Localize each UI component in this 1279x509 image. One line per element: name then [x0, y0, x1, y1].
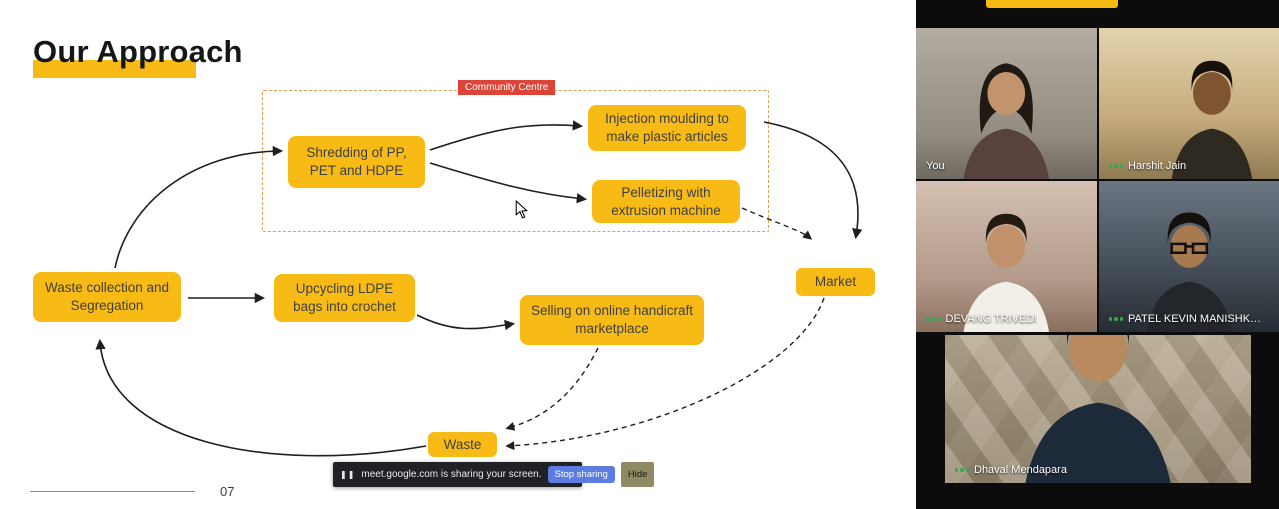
- screen-share-bar: ❚❚ meet.google.com is sharing your scree…: [333, 462, 655, 487]
- slide-thumbnail-fragment: [986, 0, 1118, 8]
- pause-icon: ❚❚: [340, 470, 356, 479]
- audio-indicator: [1108, 164, 1123, 168]
- partial-tile: [916, 0, 1279, 28]
- share-message: meet.google.com is sharing your screen.: [361, 469, 542, 480]
- panel-bottom-strip: [916, 483, 1279, 509]
- flow-box-waste: Waste: [428, 432, 497, 457]
- participant-video: [1145, 212, 1232, 332]
- participant-name: Harshit Jain: [1128, 160, 1187, 172]
- participant-name-row: PATEL KEVIN MANISHK…: [1108, 313, 1262, 325]
- participant-video: [963, 63, 1050, 179]
- community-centre-label: Community Centre: [458, 80, 556, 95]
- page-number: 07: [220, 484, 235, 499]
- audio-indicator: [1108, 317, 1123, 321]
- audio-indicator: [926, 317, 941, 321]
- tile-row-2: DEVANG TRIVEDI PATEL KEVIN MANISHK…: [916, 181, 1279, 332]
- participant-name-row: Harshit Jain: [1108, 160, 1187, 172]
- title-highlight-bar: [33, 60, 196, 78]
- slide-title: Our Approach: [33, 34, 243, 69]
- participant-name-row: You: [926, 160, 945, 172]
- stop-sharing-button[interactable]: Stop sharing: [547, 466, 615, 483]
- footer-line: [30, 491, 195, 492]
- participant-tile-you[interactable]: You: [916, 28, 1097, 179]
- flow-box-injection-moulding: Injection moulding to make plastic artic…: [588, 105, 746, 151]
- shared-screen-presentation: Our Approach Community Centre: [0, 0, 916, 509]
- flow-box-waste-collection: Waste collection and Segregation: [33, 272, 181, 322]
- flow-box-pelletizing: Pelletizing with extrusion machine: [592, 180, 740, 223]
- participant-tile-dhaval-mendapara[interactable]: Dhaval Mendapara: [944, 335, 1251, 483]
- participant-video: [963, 213, 1050, 332]
- participant-name: DEVANG TRIVEDI: [945, 313, 1038, 325]
- participant-name: Dhaval Mendapara: [974, 464, 1067, 476]
- participant-tile-patel-kevin[interactable]: PATEL KEVIN MANISHK…: [1098, 181, 1279, 332]
- participant-name: PATEL KEVIN MANISHK…: [1128, 313, 1262, 325]
- audio-indicator: [954, 468, 969, 472]
- participant-video: [1024, 335, 1171, 483]
- tile-row-3: Dhaval Mendapara: [916, 335, 1279, 483]
- participant-tile-harshit-jain[interactable]: Harshit Jain: [1098, 28, 1279, 179]
- tile-row-1: You Harshit Jain: [916, 28, 1279, 179]
- mouse-cursor: [515, 200, 528, 219]
- glasses: [1169, 242, 1208, 254]
- participant-name-row: Dhaval Mendapara: [954, 464, 1067, 476]
- flow-box-selling-online: Selling on online handicraft marketplace: [520, 295, 704, 345]
- flow-box-shredding: Shredding of PP, PET and HDPE: [288, 136, 425, 188]
- flow-box-market: Market: [796, 268, 875, 296]
- participant-name: You: [926, 160, 945, 172]
- participant-video: [1171, 60, 1252, 179]
- participants-panel: You Harshit Jain: [916, 0, 1279, 509]
- hide-share-bar-button[interactable]: Hide: [620, 462, 655, 487]
- flow-box-upcycling: Upcycling LDPE bags into crochet: [274, 274, 415, 322]
- participant-name-row: DEVANG TRIVEDI: [926, 313, 1037, 325]
- participant-tile-devang-trivedi[interactable]: DEVANG TRIVEDI: [916, 181, 1097, 332]
